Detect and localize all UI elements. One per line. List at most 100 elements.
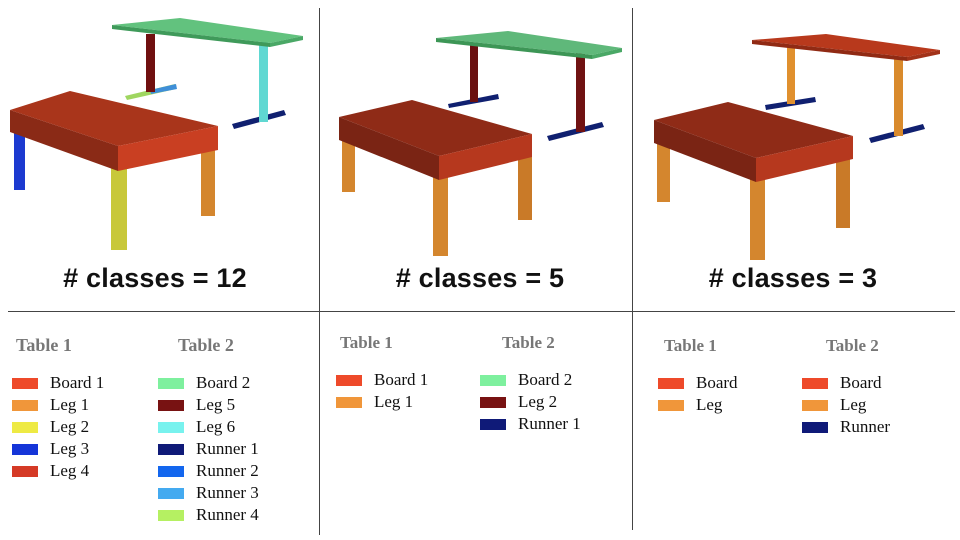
t1-board-front <box>756 136 853 182</box>
panel-1-tables-render <box>10 18 303 250</box>
t1-board-top <box>10 91 218 146</box>
t1-board-side <box>10 110 118 171</box>
t1-board-front <box>439 134 532 180</box>
panel-1-legend-table-1: Table 1 Board 1 Leg 1 Leg 2 Leg 3 Leg 4 <box>12 335 104 482</box>
legend-item: Board 2 <box>480 369 581 391</box>
legend-label: Board <box>696 373 738 392</box>
legend-item: Leg 5 <box>158 394 259 416</box>
t2-board-top <box>436 31 622 55</box>
color-swatch <box>802 399 828 411</box>
legend-item: Leg 2 <box>480 391 581 413</box>
t1-leg-3 <box>750 176 765 260</box>
t2-leg-right <box>894 58 903 136</box>
legend-item: Board 1 <box>336 369 428 391</box>
legend-item: Runner 1 <box>158 438 259 460</box>
legend-label: Leg 5 <box>196 395 236 414</box>
legend-label: Leg <box>696 395 723 414</box>
legend-label: Runner 1 <box>196 439 259 458</box>
color-swatch <box>12 443 38 455</box>
legend-item: Board <box>658 372 738 394</box>
legend-title: Table 2 <box>826 336 879 355</box>
t2-board-side <box>907 50 940 61</box>
color-swatch <box>12 421 38 433</box>
t1-board-top <box>654 102 853 158</box>
panel-3-caption: # classes = 3 <box>708 263 878 293</box>
color-swatch <box>658 399 684 411</box>
legend-title: Table 2 <box>178 335 234 355</box>
color-swatch <box>158 399 184 411</box>
panel-1-caption: # classes = 12 <box>63 263 247 293</box>
t1-leg-blue <box>14 124 25 190</box>
t1-board-side <box>654 120 756 182</box>
panel-1-legend-table-2: Table 2 Board 2 Leg 5 Leg 6 Runner 1 Run… <box>158 335 259 526</box>
panel-3-tables-render <box>654 34 940 260</box>
legend-label: Runner 2 <box>196 461 259 480</box>
legend-item: Runner 3 <box>158 482 259 504</box>
t2-leg-right <box>259 42 268 122</box>
panel-2-legend-table-2: Table 2 Board 2 Leg 2 Runner 1 <box>480 333 581 435</box>
t2-board-side <box>270 36 303 47</box>
t2-board-front <box>752 40 907 61</box>
panel-1-scene <box>0 0 318 260</box>
legend-label: Board <box>840 373 882 392</box>
color-swatch <box>802 377 828 389</box>
legend-label: Leg 4 <box>50 461 90 480</box>
legend-item: Runner 2 <box>158 460 259 482</box>
panel-2-caption: # classes = 5 <box>395 263 565 293</box>
t2-board-top <box>112 18 303 43</box>
t2-board-top <box>752 34 940 57</box>
legend-item: Leg 1 <box>336 391 428 413</box>
t1-board-side <box>339 117 439 180</box>
color-swatch <box>336 374 362 386</box>
t2-runner-right <box>547 122 604 141</box>
t2-board-front <box>436 38 592 59</box>
legend-item: Leg 3 <box>12 438 104 460</box>
t2-leg-left <box>146 34 155 92</box>
legend-title: Table 1 <box>664 336 717 355</box>
t2-leg-left <box>787 46 795 104</box>
legend-label: Leg 1 <box>50 395 90 414</box>
t1-leg-1 <box>657 132 670 202</box>
legend-item: Leg 6 <box>158 416 259 438</box>
legend-label: Leg 2 <box>50 417 90 436</box>
color-swatch <box>480 374 506 386</box>
t1-leg-3 <box>433 172 448 256</box>
panel-divider-1 <box>319 8 320 535</box>
color-swatch <box>158 421 184 433</box>
legend-item: Runner 1 <box>480 413 581 435</box>
panel-2-scene <box>320 0 632 260</box>
legend-label: Leg 6 <box>196 417 236 436</box>
legend-label: Board 1 <box>50 373 105 392</box>
color-swatch <box>12 399 38 411</box>
legend-label: Leg 3 <box>50 439 90 458</box>
panel-3-scene <box>633 0 953 260</box>
panel-3-legend-table-1: Table 1 Board Leg <box>658 336 738 416</box>
color-swatch <box>336 396 362 408</box>
t1-leg-yellow <box>111 165 127 250</box>
t2-board-front <box>112 25 270 47</box>
legend-label: Board 1 <box>374 370 429 389</box>
legend-label: Board 2 <box>196 373 251 392</box>
legend-label: Leg 2 <box>518 392 558 411</box>
legend-title: Table 1 <box>340 333 393 352</box>
color-swatch <box>802 421 828 433</box>
legend-label: Runner 1 <box>518 414 581 433</box>
t1-leg-2 <box>518 150 532 220</box>
color-swatch <box>158 377 184 389</box>
color-swatch <box>658 377 684 389</box>
legend-item: Leg <box>802 394 890 416</box>
panel-divider-2 <box>632 8 633 530</box>
color-swatch <box>12 465 38 477</box>
panel-2-tables-render <box>339 31 622 256</box>
color-swatch <box>12 377 38 389</box>
t2-leg-right <box>576 52 585 132</box>
legend-item: Runner <box>802 416 890 438</box>
legend-item: Leg 2 <box>12 416 104 438</box>
t1-leg-1 <box>342 130 355 192</box>
color-swatch <box>480 418 506 430</box>
t1-board-top <box>339 100 532 156</box>
t2-board-side <box>592 48 622 59</box>
legend-label: Runner <box>840 417 891 436</box>
legend-item: Board <box>802 372 890 394</box>
panel-2-legend-table-1: Table 1 Board 1 Leg 1 <box>336 333 428 413</box>
